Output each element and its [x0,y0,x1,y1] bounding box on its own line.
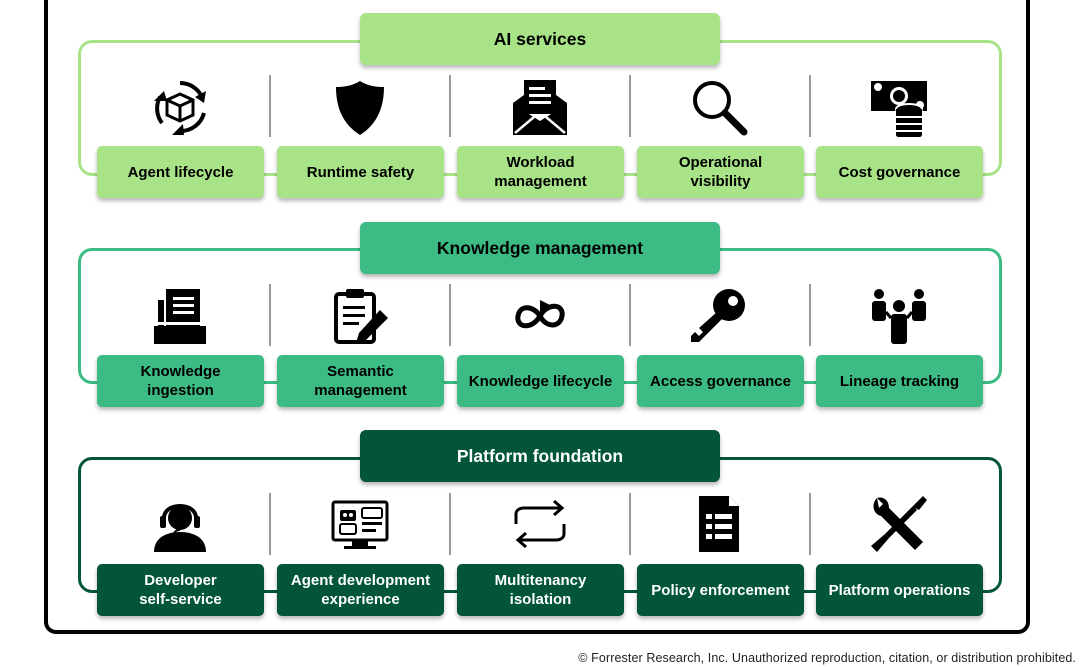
capability-box: Knowledge ingestion [97,355,264,407]
capability-box: Agent development experience [277,564,444,616]
people-hierarchy-icon [869,286,929,346]
column-divider [269,493,271,555]
copyright-footer: © Forrester Research, Inc. Unauthorized … [578,651,1076,665]
magnifier-icon [689,77,749,137]
capability-box: Workload management [457,146,624,198]
column-divider [629,75,631,137]
column-divider [809,493,811,555]
column-divider [629,493,631,555]
capability-box: Policy enforcement [637,564,804,616]
column-divider [269,284,271,346]
capability-box: Developer self-service [97,564,264,616]
swap-arrows-icon [510,494,570,554]
column-divider [449,75,451,137]
column-divider [629,284,631,346]
cycle-box-icon [150,77,210,137]
shield-icon [330,77,390,137]
envelope-document-icon [510,77,570,137]
capability-box: Operational visibility [637,146,804,198]
column-divider [449,493,451,555]
document-tray-icon [150,286,210,346]
section-title: Platform foundation [360,430,720,482]
infinity-loop-icon [510,286,570,346]
clipboard-pen-icon [330,286,390,346]
column-divider [449,284,451,346]
key-icon [689,286,749,346]
column-divider [809,284,811,346]
wrench-screwdriver-icon [869,494,929,554]
capability-box: Semantic management [277,355,444,407]
section-title: AI services [360,13,720,65]
capability-box: Agent lifecycle [97,146,264,198]
capability-box: Access governance [637,355,804,407]
capability-box: Platform operations [816,564,983,616]
capability-box: Runtime safety [277,146,444,198]
headset-person-icon [150,494,210,554]
section-title: Knowledge management [360,222,720,274]
money-coins-icon [869,77,929,137]
capability-box: Cost governance [816,146,983,198]
diagram-frame [44,0,1030,634]
monitor-chat-icon [330,494,390,554]
column-divider [269,75,271,137]
column-divider [809,75,811,137]
policy-document-icon [689,494,749,554]
capability-box: Lineage tracking [816,355,983,407]
capability-box: Multitenancy isolation [457,564,624,616]
capability-box: Knowledge lifecycle [457,355,624,407]
